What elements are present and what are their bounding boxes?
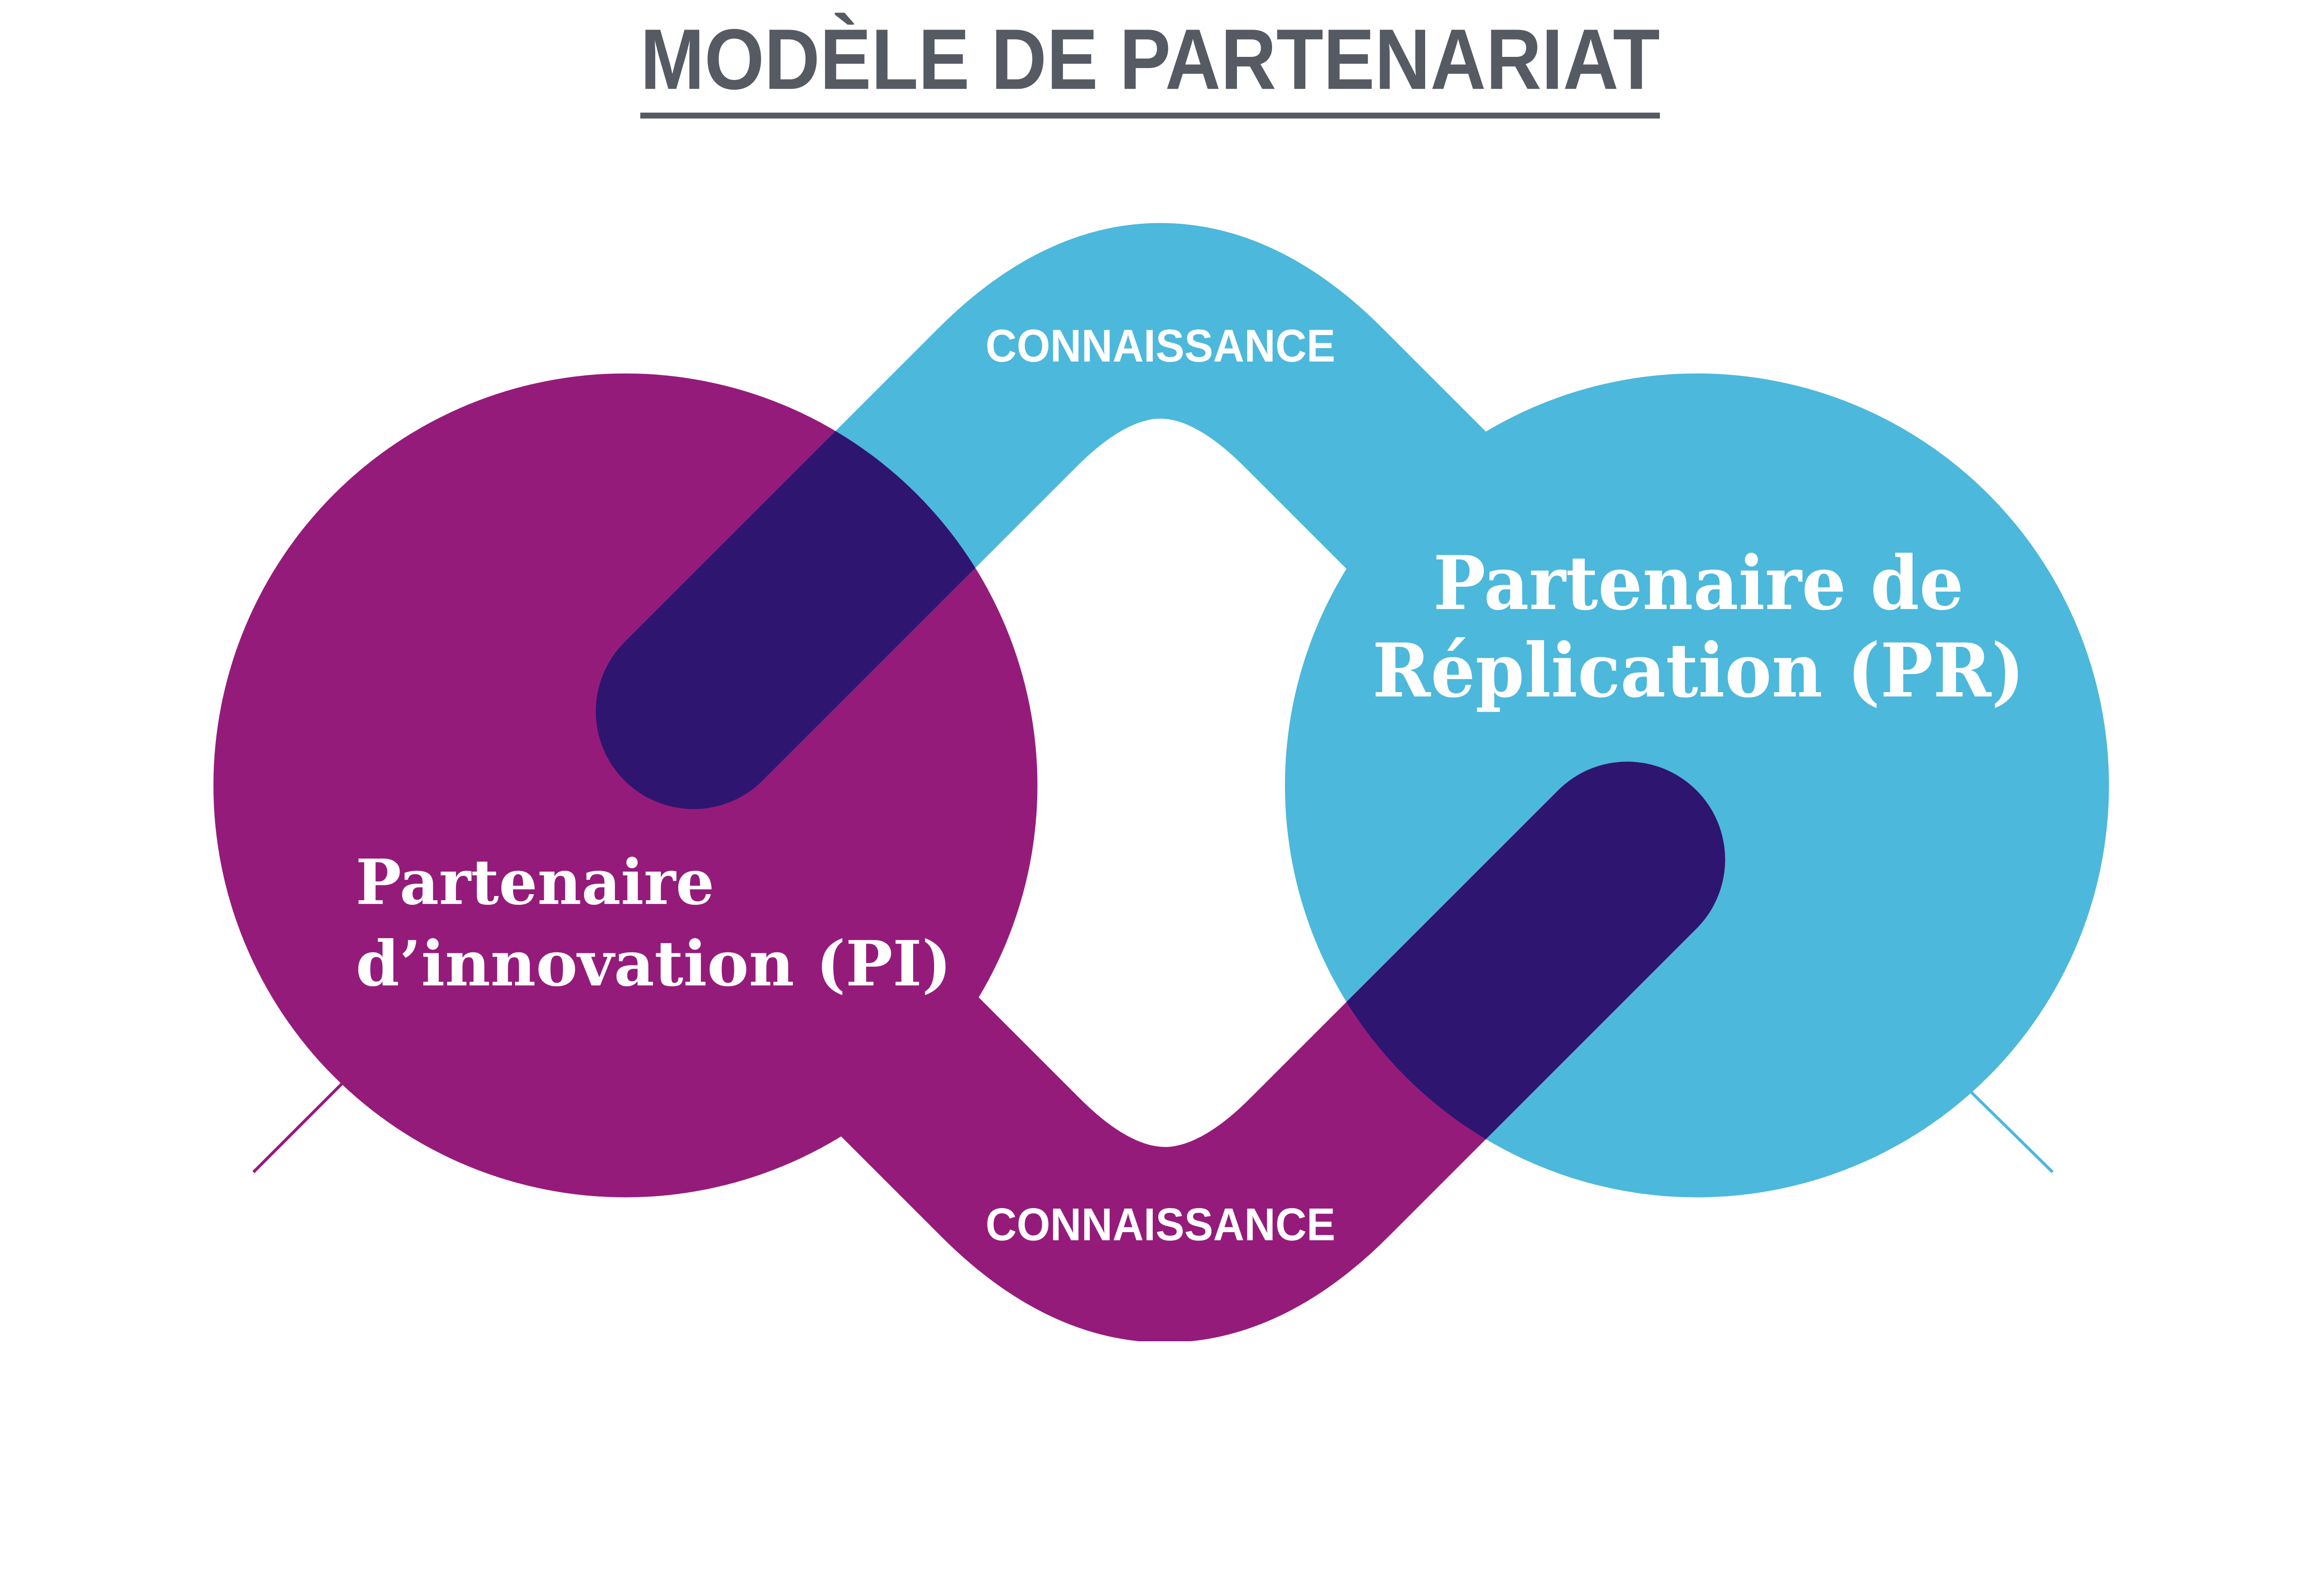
partnership-diagram: MODÈLE DE PARTENARIAT CONNAISSANCE CONNA… (213, 12, 2109, 1341)
title-underline (640, 112, 1660, 119)
replication-tail-line (1967, 1088, 2054, 1173)
bottom-band-label: CONNAISSANCE (985, 1199, 1335, 1251)
replication-label-line2: Réplication (PR) (1372, 627, 2024, 714)
top-knowledge-band (596, 223, 1795, 879)
top-band-label: CONNAISSANCE (985, 320, 1335, 372)
bottom-knowledge-band (528, 684, 1725, 1341)
innovation-tail-line (252, 1080, 345, 1173)
innovation-label-line1: Partenaire (356, 846, 714, 919)
replication-label-line1: Partenaire de (1433, 540, 1963, 626)
innovation-label-line2: d’innovation (PI) (356, 927, 951, 1000)
diagram-title: MODÈLE DE PARTENARIAT (640, 12, 1660, 107)
